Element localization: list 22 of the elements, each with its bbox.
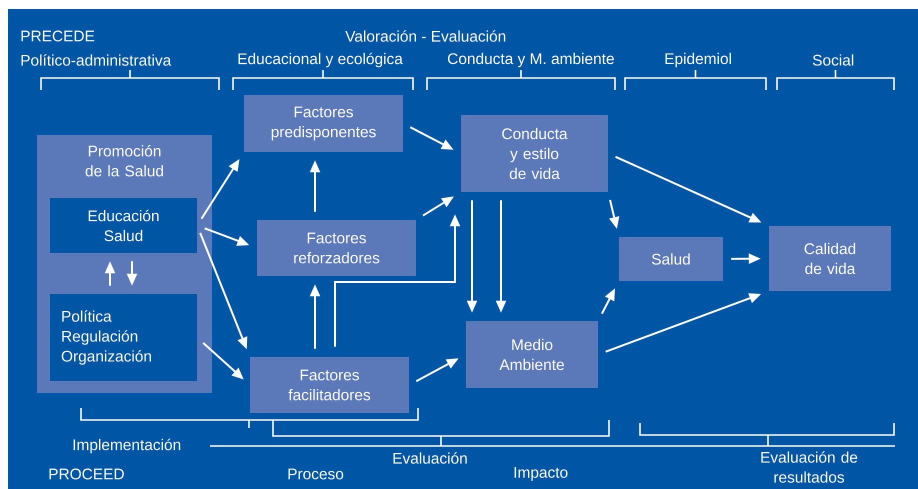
process-box: Política Regulación Organización — [50, 294, 197, 381]
heading-label: Conducta y M. ambiente — [448, 52, 614, 68]
heading-label: Evaluación de resultados — [761, 451, 858, 483]
heading-label: Social — [812, 54, 854, 66]
process-box: Medio Ambiente — [466, 321, 598, 388]
heading-label: Educacional y ecológica — [238, 52, 403, 68]
heading-label: Proceso — [288, 468, 344, 480]
process-box: Calidad de vida — [769, 226, 891, 291]
process-box: Educación Salud — [50, 198, 197, 253]
heading-label: PROCEED — [49, 468, 124, 480]
process-box: Salud — [619, 237, 723, 281]
process-box: Factores reforzadores — [257, 220, 416, 276]
process-box: Factores facilitadores — [250, 357, 409, 413]
heading-label: Epidemiol — [665, 52, 731, 68]
heading-label: Impacto — [514, 467, 568, 481]
heading-label: Evaluación — [393, 452, 467, 464]
heading-label: Implementación — [74, 438, 180, 454]
heading-label: PRECEDE — [21, 30, 94, 42]
process-box: Factores predisponentes — [244, 95, 403, 152]
process-box: Conducta y estilo de vida — [461, 115, 608, 192]
heading-label: Político-administrativa — [21, 54, 172, 66]
heading-label: Valoración - Evaluación — [345, 30, 506, 42]
